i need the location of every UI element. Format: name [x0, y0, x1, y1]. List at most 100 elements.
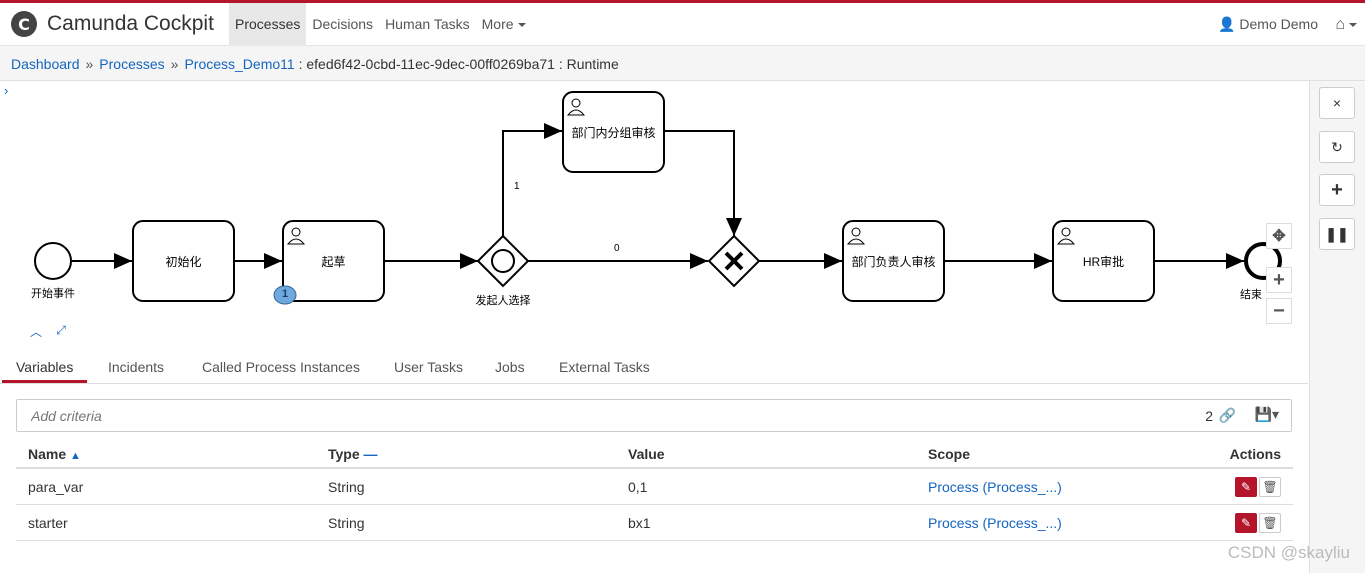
- caret-down-icon: [1349, 22, 1357, 27]
- suspend-button[interactable]: ❚❚: [1319, 218, 1355, 250]
- task-dept-head-shape[interactable]: [842, 220, 945, 302]
- task-init-label: 初始化: [165, 255, 202, 269]
- zoom-in-button[interactable]: +: [1266, 267, 1292, 293]
- sidebar-toggle[interactable]: ›: [4, 84, 18, 98]
- task-group-review-shape[interactable]: [562, 91, 665, 173]
- watermark: CSDN @skayliu: [1227, 543, 1350, 562]
- edit-variable-button[interactable]: ✎: [1235, 476, 1257, 497]
- nav-processes[interactable]: Processes: [229, 3, 307, 46]
- scope-link[interactable]: Process (Process_...): [928, 514, 1062, 531]
- breadcrumb-separator: »: [170, 56, 179, 72]
- instance-count-text: 1: [281, 288, 289, 300]
- breadcrumb-dashboard[interactable]: Dashboard: [11, 56, 80, 72]
- tab-jobs[interactable]: Jobs: [495, 359, 525, 375]
- close-icon: ×: [1332, 95, 1342, 111]
- action-sidebar: × ↻ + ❚❚: [1309, 81, 1365, 573]
- variable-value: 0,1: [616, 468, 916, 505]
- zoom-out-button[interactable]: −: [1266, 298, 1292, 324]
- column-header-actions: Actions: [1171, 440, 1293, 469]
- scope-link[interactable]: Process (Process_...): [928, 478, 1062, 495]
- criteria-input[interactable]: [29, 407, 933, 425]
- variable-name: para_var: [16, 468, 316, 505]
- reset-zoom-button[interactable]: ✥: [1266, 223, 1292, 249]
- maximize-diagram-button[interactable]: ⤢: [52, 322, 70, 338]
- variable-type: String: [316, 468, 616, 505]
- variables-panel: 2 🔗 💾▾ Name ▲ Type — Value Scope Actions…: [0, 384, 1308, 573]
- criteria-searchbox: 2 🔗 💾▾: [16, 399, 1292, 432]
- table-row: starter String bx1 Process (Process_...)…: [16, 504, 1293, 541]
- variable-name: starter: [16, 504, 316, 541]
- home-menu[interactable]: ⌂: [1335, 3, 1357, 46]
- brand[interactable]: C Camunda Cockpit: [11, 11, 214, 37]
- camunda-logo-icon: C: [11, 11, 37, 37]
- breadcrumb-instance-id: efed6f42-0cbd-11ec-9dec-00ff0269ba71: [306, 56, 555, 72]
- top-navbar: C Camunda Cockpit Processes Decisions Hu…: [0, 0, 1365, 46]
- header-name-label: Name: [28, 445, 67, 462]
- app-title: Camunda Cockpit: [47, 12, 214, 35]
- task-init-shape[interactable]: [132, 220, 235, 302]
- user-task-icon: [286, 227, 306, 245]
- sort-none-icon: —: [363, 445, 378, 462]
- sort-asc-icon: ▲: [70, 449, 81, 462]
- edit-variable-button[interactable]: ✎: [1235, 512, 1257, 533]
- tab-external-tasks[interactable]: External Tasks: [559, 359, 650, 375]
- variable-scope: Process (Process_...): [916, 468, 1172, 505]
- tab-user-tasks[interactable]: User Tasks: [394, 359, 463, 375]
- start-event-shape[interactable]: [34, 242, 72, 280]
- task-hr-shape[interactable]: [1052, 220, 1155, 302]
- nav-decisions[interactable]: Decisions: [312, 16, 374, 32]
- row-actions: ✎🗑: [1171, 468, 1293, 505]
- cancel-instance-button[interactable]: ×: [1319, 87, 1355, 119]
- caret-down-icon: [517, 23, 526, 28]
- user-menu[interactable]: 👤 Demo Demo: [1218, 3, 1318, 46]
- expand-icon: ⤢: [56, 322, 66, 337]
- variables-table: Name ▲ Type — Value Scope Actions para_v…: [16, 440, 1293, 541]
- chevron-right-icon: ›: [4, 83, 9, 98]
- collapse-diagram-button[interactable]: ︿: [27, 323, 45, 339]
- nav-human-tasks[interactable]: Human Tasks: [385, 16, 470, 32]
- link-icon[interactable]: 🔗: [1218, 407, 1236, 423]
- home-icon: ⌂: [1335, 16, 1345, 33]
- header-scope-label: Scope: [928, 445, 971, 462]
- nav-more-label: More: [481, 16, 514, 32]
- table-row: para_var String 0,1 Process (Process_...…: [16, 468, 1293, 505]
- pause-icon: ❚❚: [1325, 225, 1349, 242]
- add-variable-button[interactable]: +: [1319, 174, 1355, 206]
- plus-icon: +: [1273, 268, 1285, 291]
- detail-tabs: Variables Incidents Called Process Insta…: [0, 343, 1308, 384]
- column-header-name[interactable]: Name ▲: [16, 440, 316, 469]
- header-value-label: Value: [628, 445, 665, 462]
- column-header-type[interactable]: Type —: [316, 440, 616, 469]
- main-nav: Processes Decisions Human Tasks More: [229, 3, 532, 46]
- delete-variable-button[interactable]: 🗑: [1259, 512, 1281, 533]
- start-event-label: 开始事件: [31, 288, 75, 300]
- breadcrumb-colon: :: [554, 56, 567, 72]
- delete-variable-button[interactable]: 🗑: [1259, 476, 1281, 497]
- task-dept-head-label: 部门负责人审核: [851, 255, 936, 269]
- breadcrumb-process-definition[interactable]: Process_Demo11: [184, 56, 295, 72]
- user-icon: 👤: [1218, 16, 1236, 32]
- header-actions-label: Actions: [1229, 445, 1281, 462]
- result-count: 2: [1205, 408, 1213, 424]
- breadcrumb-processes[interactable]: Processes: [99, 56, 165, 72]
- row-actions: ✎🗑: [1171, 504, 1293, 541]
- column-header-value: Value: [616, 440, 916, 469]
- flow-label-1: 1: [514, 181, 520, 192]
- tab-called-process-instances[interactable]: Called Process Instances: [202, 359, 360, 375]
- variable-type: String: [316, 504, 616, 541]
- breadcrumb-suffix: Runtime: [566, 56, 619, 72]
- refresh-icon: ↻: [1331, 138, 1343, 155]
- retry-button[interactable]: ↻: [1319, 131, 1355, 163]
- nav-more[interactable]: More: [476, 3, 532, 46]
- tab-incidents[interactable]: Incidents: [108, 359, 165, 375]
- plus-icon: +: [1331, 178, 1343, 201]
- chevron-up-icon: ︿: [29, 324, 42, 339]
- task-group-review-label: 部门内分组审核: [571, 126, 656, 140]
- gateway-choice-shape[interactable]: [476, 234, 530, 288]
- task-draft-shape[interactable]: [282, 220, 385, 302]
- tab-variables[interactable]: Variables: [2, 343, 88, 383]
- user-name: Demo Demo: [1239, 16, 1318, 32]
- variable-scope: Process (Process_...): [916, 504, 1172, 541]
- save-icon[interactable]: 💾▾: [1254, 406, 1279, 422]
- instance-count-badge[interactable]: [273, 285, 297, 305]
